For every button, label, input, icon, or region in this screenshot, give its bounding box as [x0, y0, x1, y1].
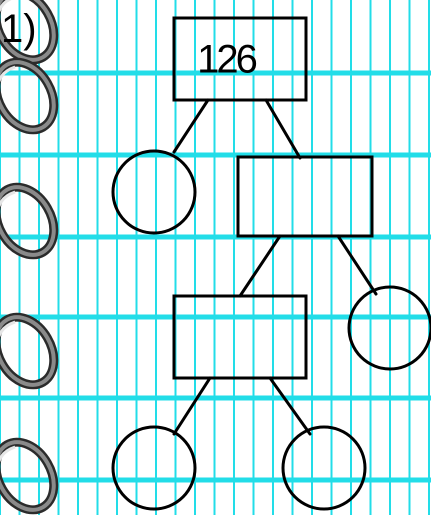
edge-root-right-box-1 — [266, 100, 300, 158]
tree-edges — [174, 100, 376, 434]
binding-ring — [0, 177, 65, 265]
tree-node-left-box-2 — [174, 296, 306, 378]
tree-node-left-circle-1 — [113, 151, 195, 233]
binding-ring — [0, 307, 65, 395]
edge-left-box-2-right-circle-3 — [270, 378, 310, 434]
tree-node-root-value: 126 — [197, 38, 256, 82]
binding-ring — [0, 52, 65, 140]
edge-root-left-circle-1 — [174, 100, 208, 152]
edge-left-box-2-left-circle-3 — [174, 378, 210, 434]
tree-node-left-circle-3 — [113, 427, 195, 509]
binding-ring — [0, 432, 65, 515]
spiral-binding — [0, 0, 65, 515]
tree-node-right-circle-3 — [283, 427, 365, 509]
problem-number-label: 1) — [1, 7, 37, 51]
